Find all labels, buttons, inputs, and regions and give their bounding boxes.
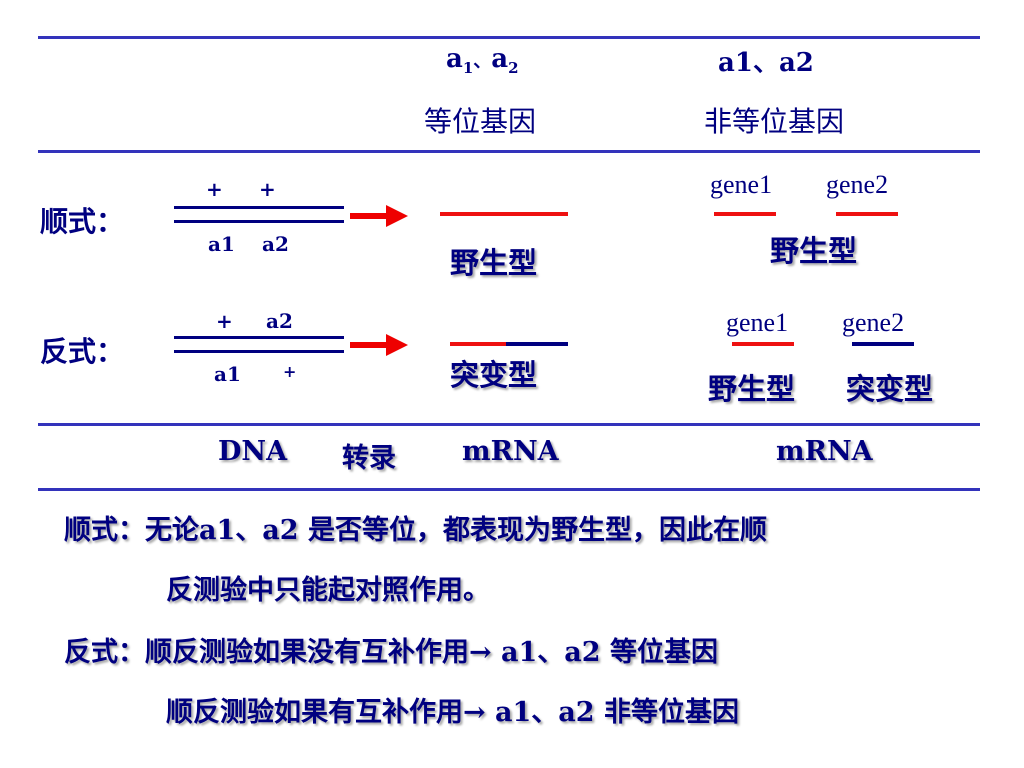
cis-gene1-mrna-wild: [714, 212, 776, 216]
trans-gene1-label: gene1: [726, 308, 789, 337]
trans-allelic-mrna-wild-part: [450, 342, 506, 346]
cis-nonallelic-result: 野生型: [770, 234, 858, 268]
cis-gene2-label: gene2: [826, 170, 889, 199]
trans-gene1-mrna-wild: [732, 342, 794, 346]
footer-mrna-allelic: mRNA: [462, 436, 559, 467]
cis-dna-strand-bottom: [174, 220, 344, 223]
header-allelic-title: 等位基因: [424, 105, 537, 138]
summary-line-2: 反测验中只能起对照作用。: [166, 575, 490, 606]
trans-arrow-icon: [350, 334, 408, 356]
summary-line-4: 顺反测验如果有互补作用→ a1、a2 非等位基因: [166, 697, 739, 728]
trans-dna-strand-top: [174, 336, 344, 339]
header-allelic-symbols: a1、a2: [446, 44, 519, 78]
trans-bottom-plus: +: [283, 362, 297, 381]
footer-dna: DNA: [218, 436, 288, 467]
trans-bottom-a1: a1: [214, 362, 241, 386]
cis-bottom-a2: a2: [262, 232, 289, 256]
trans-nonallelic-result-1: 野生型: [708, 372, 796, 406]
cis-arrow-icon: [350, 205, 408, 227]
cis-allelic-result: 野生型: [450, 246, 538, 280]
body-rule: [38, 423, 980, 426]
cis-top-plus-1: +: [206, 177, 223, 201]
footer-transcribe: 转录: [342, 443, 396, 474]
cis-dna-strand-top: [174, 206, 344, 209]
summary-line-1: 顺式：无论a1、a2 是否等位，都表现为野生型，因此在顺: [64, 515, 767, 546]
cis-top-plus-2: +: [259, 177, 276, 201]
trans-nonallelic-result-2: 突变型: [846, 372, 934, 406]
trans-label: 反式：: [40, 335, 125, 368]
trans-allelic-mrna-mutant-part: [506, 342, 568, 346]
cis-gene1-label: gene1: [710, 170, 773, 199]
trans-gene2-mrna-mutant: [852, 342, 914, 346]
trans-allelic-result: 突变型: [450, 358, 538, 392]
header-rule: [38, 150, 980, 153]
footer-mrna-nonallelic: mRNA: [776, 436, 873, 467]
header-nonallelic-symbols: a1、a2: [718, 48, 814, 78]
cis-allelic-mrna-wild: [440, 212, 568, 216]
trans-gene2-label: gene2: [842, 308, 905, 337]
trans-top-plus: +: [216, 309, 233, 333]
cis-gene2-mrna-wild: [836, 212, 898, 216]
cis-label: 顺式：: [40, 205, 125, 238]
summary-line-3: 反式：顺反测验如果没有互补作用→ a1、a2 等位基因: [64, 637, 718, 668]
trans-top-a2: a2: [266, 309, 293, 333]
header-nonallelic-title: 非等位基因: [704, 105, 845, 138]
trans-dna-strand-bottom: [174, 350, 344, 353]
cis-bottom-a1: a1: [208, 232, 235, 256]
footer-rule: [38, 488, 980, 491]
top-rule: [38, 36, 980, 39]
